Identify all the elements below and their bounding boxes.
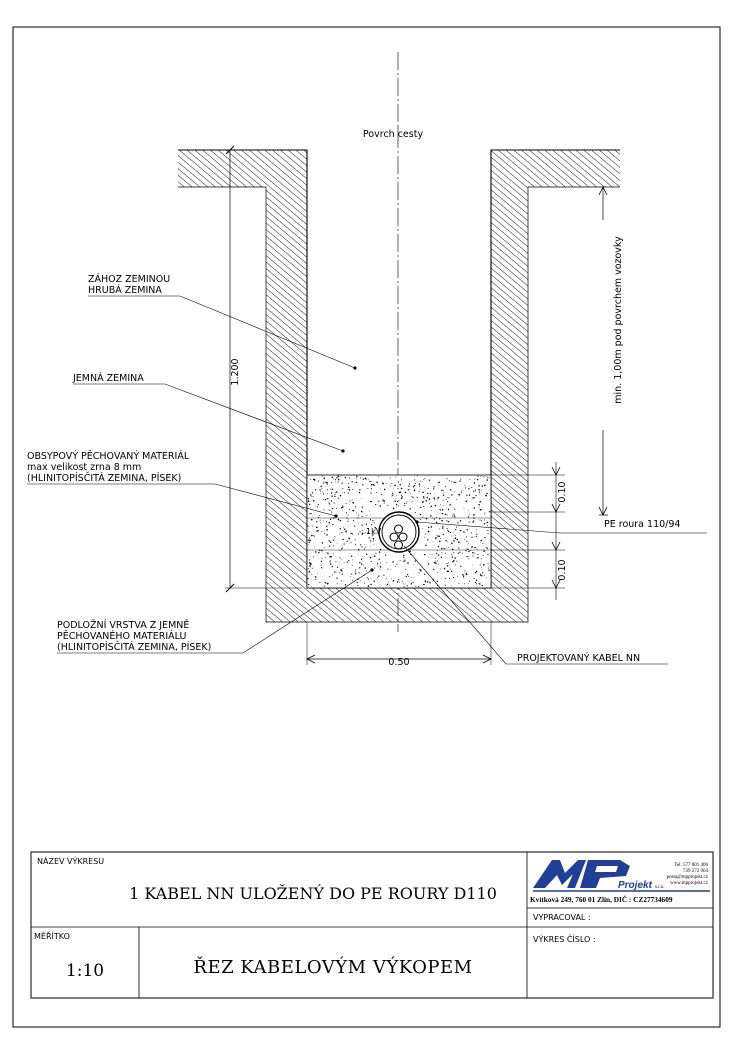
- logo-word: Projekt: [618, 880, 653, 891]
- width-dimension: 0.50: [306, 622, 492, 668]
- cable-label: PROJEKTOVANÝ KABEL NN: [517, 652, 640, 664]
- cable-tag: 1kV: [366, 527, 382, 536]
- cable-bundle: [389, 524, 408, 550]
- drawn-by-label: VYPRACOVAL :: [533, 913, 591, 922]
- surround-label-1: OBSYPOVÝ PĚCHOVANÝ MATERIÁL: [27, 450, 190, 462]
- bedding-label-1: PODLOŽNÍ VRSTVA Z JEMNĚ: [57, 619, 189, 631]
- logo-suffix: s.r.o.: [655, 885, 665, 890]
- bottom-layer-label: 0.10: [557, 559, 568, 580]
- backfill-label-1: ZÁHOZ ZEMINOU: [88, 273, 170, 285]
- contact-3: posta@mpprojekt.cz: [667, 875, 709, 880]
- company-logo: [533, 860, 710, 892]
- depth-label: 1.200: [230, 358, 241, 385]
- backfill-label-2: HRUBÁ ZEMINA: [88, 284, 162, 296]
- sheet-frame: [12, 26, 721, 1028]
- drawing-number-label: VÝKRES ČÍSLO :: [533, 933, 596, 944]
- top-layer-label: 0.10: [557, 481, 568, 502]
- bedding-label-2: PĚCHOVANÉHO MATERIÁLU: [57, 630, 186, 642]
- min-depth-dimension: min. 1,00m pod povrchem vozovky: [596, 186, 624, 516]
- drawing-name: 1 KABEL NN ULOŽENÝ DO PE ROURY D110: [129, 883, 497, 903]
- fine-soil-label: JEMNÁ ZEMINA: [72, 372, 144, 384]
- scale-label: MĚŘÍTKO: [34, 930, 70, 941]
- contact-2: 739 272 064: [683, 869, 709, 874]
- section-title: ŘEZ KABELOVÝM VÝKOPEM: [193, 955, 472, 978]
- pipe-label: PE roura 110/94: [604, 519, 680, 530]
- bedding-label-3: (HLINITOPÍSČITÁ ZEMINA, PÍSEK): [57, 641, 211, 653]
- layer-dimensions: 0.10 0.10: [491, 462, 568, 600]
- company-address: Kvítková 249, 760 01 Zlín, DIČ : CZ27734…: [530, 894, 673, 904]
- width-label: 0.50: [388, 657, 409, 668]
- drawing-name-label: NÁZEV VÝKRESU: [37, 855, 104, 866]
- road-surface-label: Povrch cesty: [363, 129, 424, 140]
- scale-value: 1:10: [66, 961, 104, 981]
- contact-4: www.mpprojekt.cz: [670, 881, 709, 886]
- contact-1: Tel: 577 001 406: [674, 863, 708, 868]
- min-depth-label: min. 1,00m pod povrchem vozovky: [613, 236, 624, 404]
- surround-label-3: (HLINITOPÍSČITÁ ZEMINA, PÍSEK): [27, 472, 181, 484]
- surround-label-2: max velikost zrna 8 mm: [27, 462, 141, 473]
- title-block: [30, 851, 714, 999]
- depth-dimension: 1.200: [225, 145, 302, 593]
